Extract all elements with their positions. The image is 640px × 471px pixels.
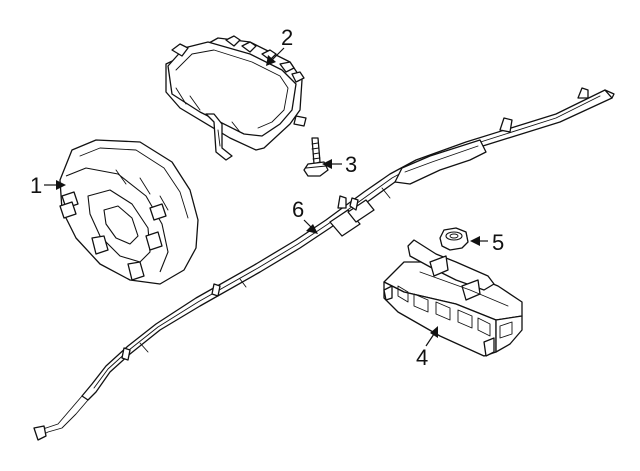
nut [439, 227, 469, 251]
callout-label: 3 [345, 152, 357, 177]
callout-label: 5 [492, 230, 504, 255]
callout-label: 2 [281, 25, 293, 50]
bolt [303, 137, 329, 177]
callout-4: 4 [416, 326, 438, 370]
curtain-airbag [33, 87, 615, 441]
driver-airbag-module [59, 139, 199, 285]
callout-label: 1 [30, 173, 42, 198]
callout-6: 6 [292, 197, 318, 234]
passenger-airbag-module [165, 35, 307, 161]
callout-1: 1 [30, 173, 66, 198]
callout-label: 6 [292, 197, 304, 222]
callout-3: 3 [322, 152, 357, 177]
control-module [383, 239, 523, 357]
callout-5: 5 [470, 230, 504, 255]
callout-2: 2 [266, 25, 293, 66]
callout-label: 4 [416, 345, 428, 370]
